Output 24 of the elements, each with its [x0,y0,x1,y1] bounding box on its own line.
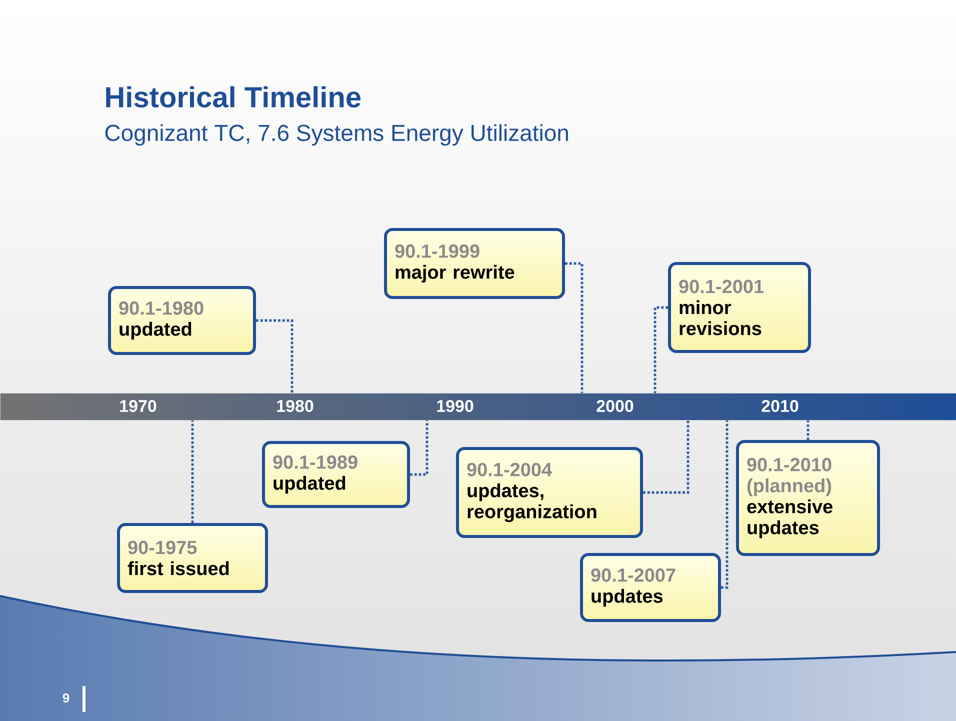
milestone-box: 90.1-1980 updated [108,286,256,355]
milestone-box: 90.1-2001 minor revisions [668,262,811,353]
year-label: 2010 [762,400,798,412]
year-label: 1990 [437,400,474,412]
milestone-box: 90.1-1999 major rewrite [384,228,565,299]
leader-line [565,262,584,393]
milestone-box: 90-1975 first issued [117,523,268,593]
year-label: 1970 [120,400,156,412]
milestone-box: 90.1-2004 updates, reorganization [456,447,643,538]
milestone-box: 90.1-1989 updated [262,441,410,508]
year-label: 2000 [596,400,634,412]
leader-line [256,319,294,393]
subtitle: Cognizant TC, 7.6 Systems Energy Utilization [105,124,568,146]
milestone-box: 90.1-2007 updates [580,553,721,622]
leader-line [643,420,690,494]
milestone-box: 90.1-2010 (planned) extensive updates [736,440,880,556]
leader-line [806,420,810,440]
leader-line [410,420,428,476]
leader-line [721,420,728,589]
year-label: 1980 [277,400,314,412]
page-number: 9 [62,693,70,703]
leader-line [191,420,194,523]
leader-line [654,306,668,393]
title: Historical Timeline [106,86,361,108]
